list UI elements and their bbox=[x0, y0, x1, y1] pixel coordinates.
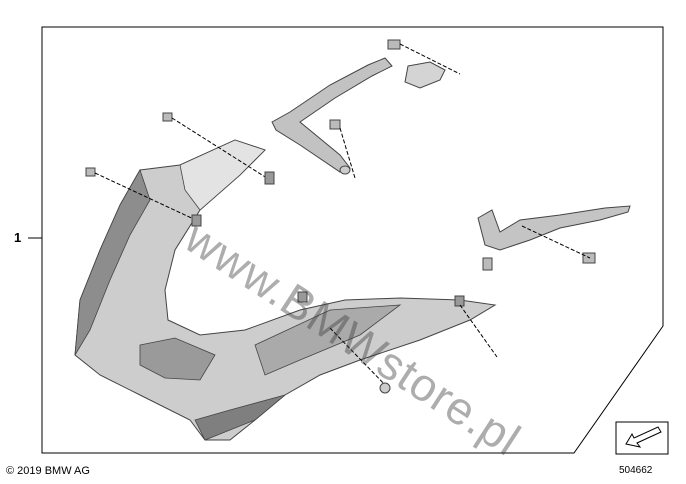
copyright-text: © 2019 BMW AG bbox=[6, 465, 90, 477]
cowl-part bbox=[74, 139, 497, 441]
bolt-middle bbox=[329, 119, 356, 179]
upper-bracket bbox=[271, 57, 446, 173]
bolt-top bbox=[387, 39, 461, 75]
diagram-frame bbox=[41, 26, 664, 454]
right-bracket bbox=[477, 205, 631, 251]
diagram-part-number: 504662 bbox=[619, 465, 653, 476]
direction-arrow-icon bbox=[615, 421, 669, 455]
bolt-upper-left bbox=[162, 112, 275, 185]
part-callout-number: 1 bbox=[14, 230, 22, 245]
bolt-lower bbox=[297, 291, 498, 394]
bolt-left bbox=[85, 167, 202, 227]
bolt-right bbox=[482, 225, 596, 271]
